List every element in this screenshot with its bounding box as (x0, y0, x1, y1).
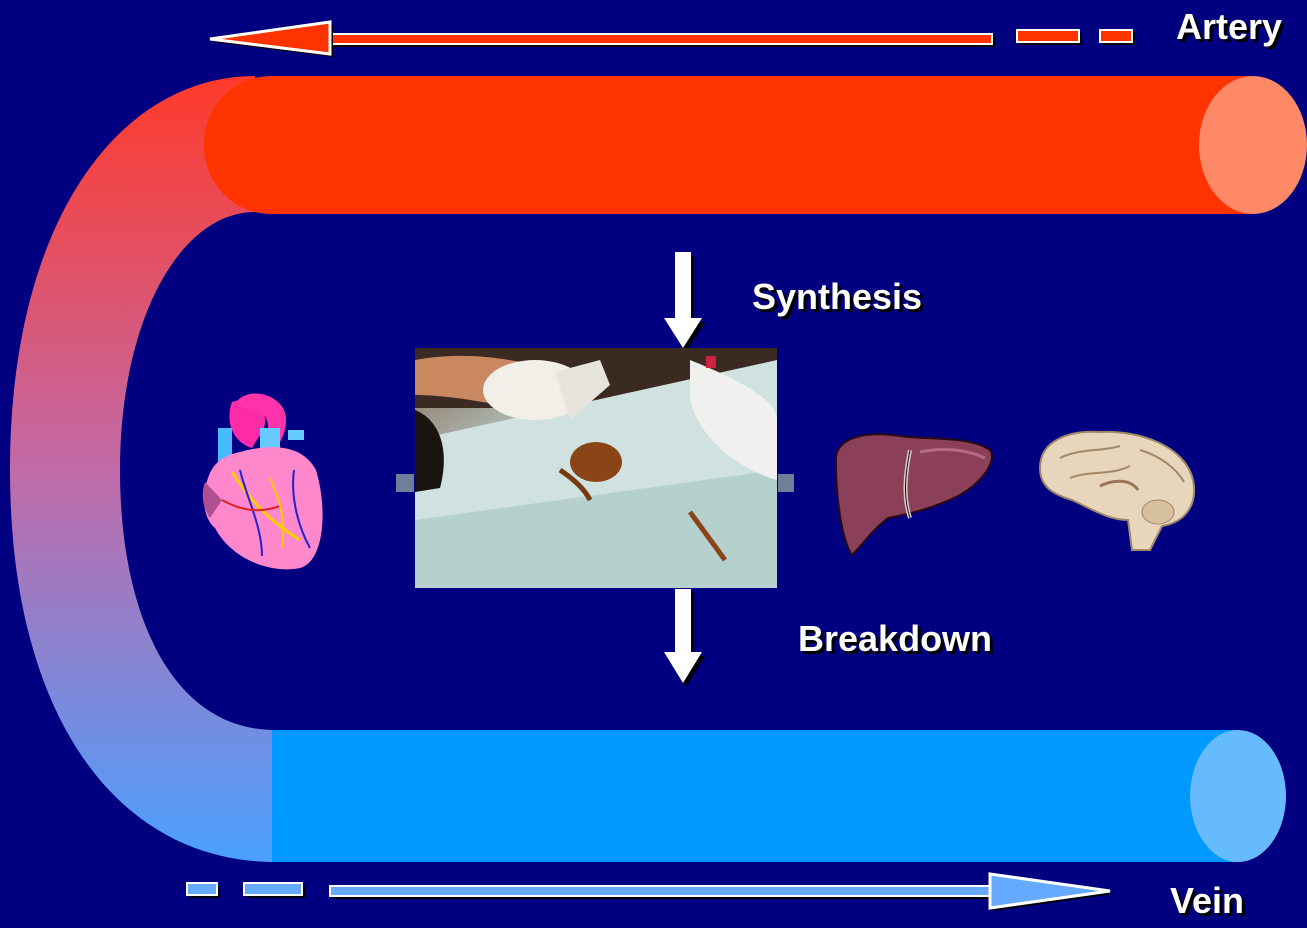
artery-vessel (204, 76, 1307, 214)
vein-flow-arrow (187, 874, 1113, 911)
synthesis-label: Synthesis (752, 276, 922, 318)
surgery-photo (415, 348, 777, 588)
liver-icon (836, 434, 992, 555)
brain-icon (1040, 432, 1194, 550)
left-connector-mark (396, 474, 414, 492)
artery-label: Artery (1176, 6, 1282, 48)
vein-vessel (272, 730, 1286, 862)
breakdown-arrow (664, 589, 705, 687)
heart-icon (203, 394, 323, 570)
synthesis-arrow (664, 252, 705, 352)
vein-label: Vein (1170, 880, 1244, 922)
artery-opening (1199, 76, 1307, 214)
breakdown-label: Breakdown (798, 618, 992, 660)
artery-flow-arrow (210, 22, 1135, 57)
right-connector-mark (778, 474, 794, 492)
vein-opening (1190, 730, 1286, 862)
